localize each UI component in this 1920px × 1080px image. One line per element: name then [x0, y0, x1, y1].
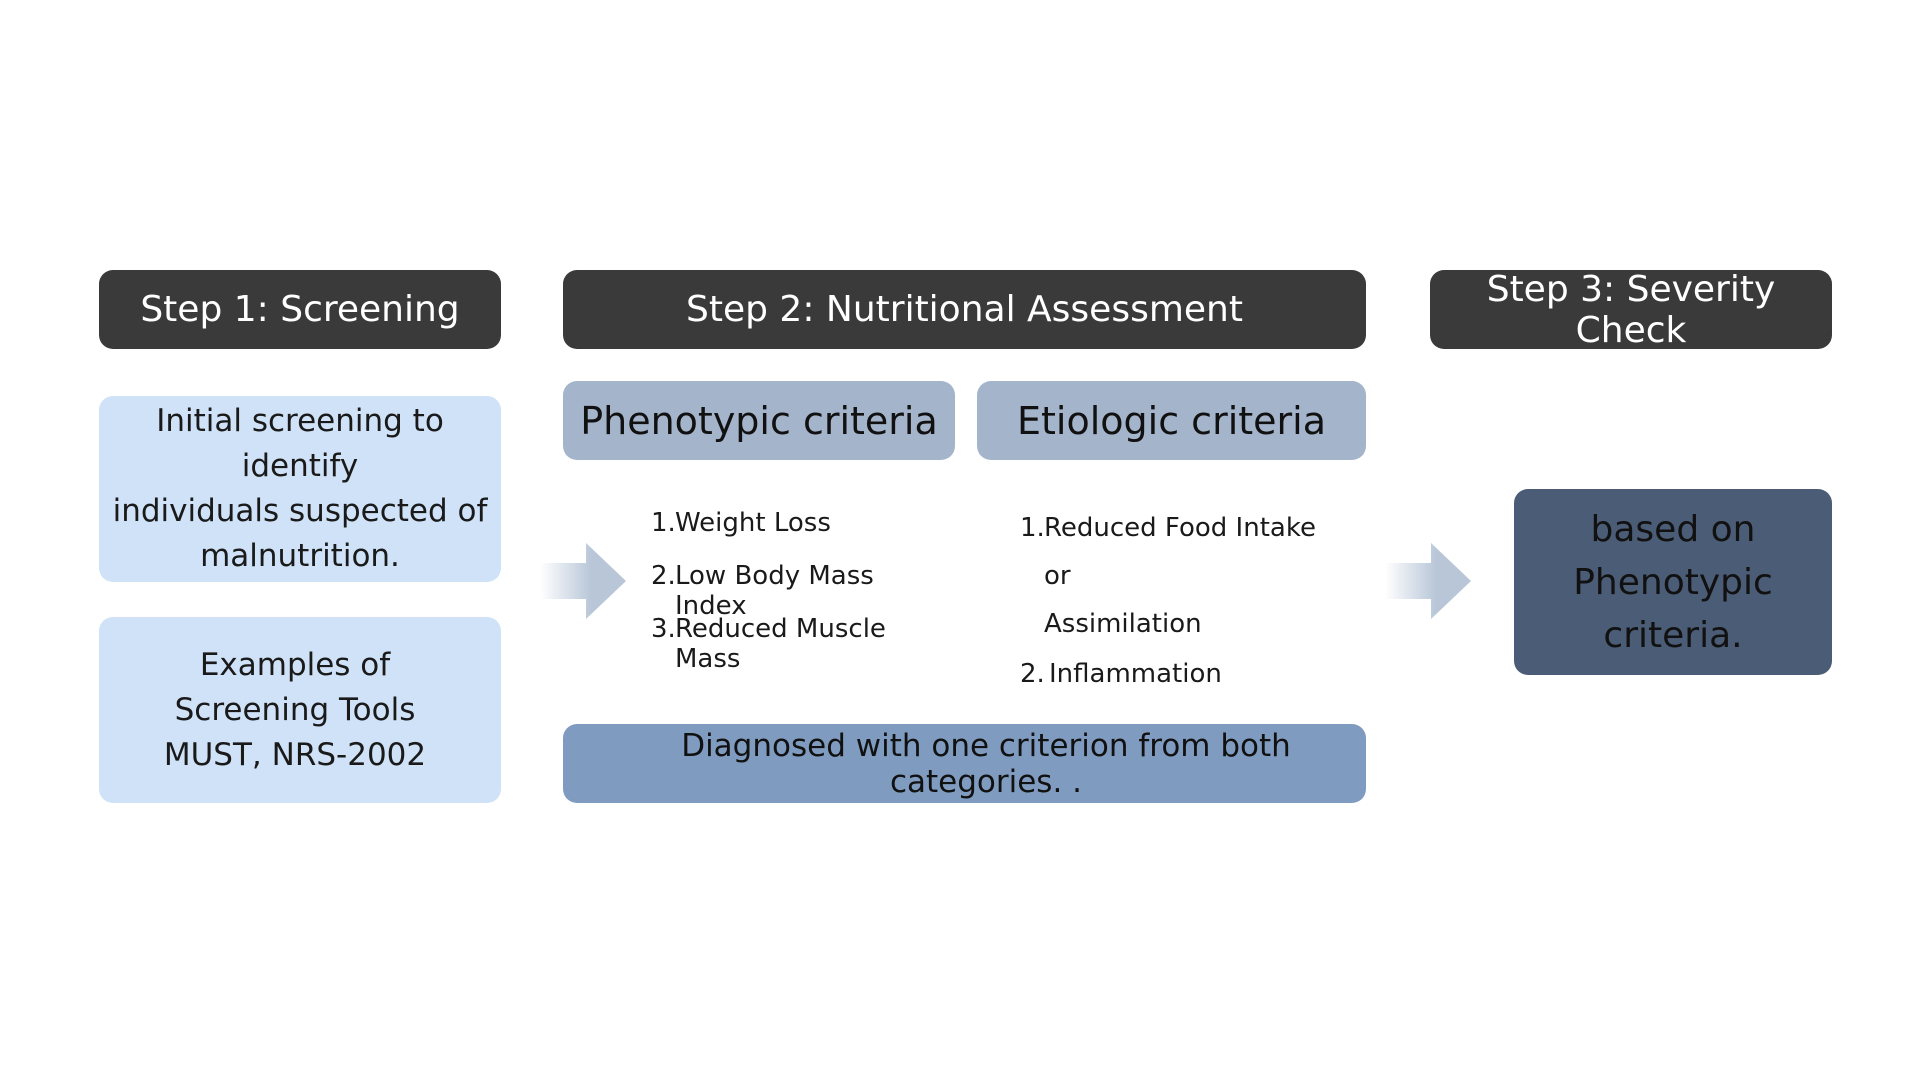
list-item-text: Assimilation — [1044, 609, 1202, 639]
diagnosis-text: Diagnosed with one criterion from both c… — [681, 727, 1291, 800]
tools-text-line: Screening Tools — [174, 691, 416, 728]
screening-text-line: malnutrition. — [200, 538, 400, 574]
etiologic-criteria-label: Etiologic criteria — [1017, 398, 1326, 443]
list-item: 2. Inflammation — [1020, 650, 1350, 698]
tools-text-line: Examples of — [199, 646, 391, 683]
list-item: 1. Weight Loss — [651, 508, 951, 561]
severity-text-line: Phenotypic — [1573, 561, 1773, 603]
screening-text-line: individuals suspected of — [112, 493, 488, 529]
list-item: 1. Reduced Food Intake or Assimilation — [1020, 504, 1350, 648]
diagnosis-box: Diagnosed with one criterion from both c… — [563, 724, 1366, 803]
list-item-text: Inflammation — [1049, 659, 1222, 689]
step1-screening-box: Initial screening to identify individual… — [99, 396, 501, 582]
step2-header: Step 2: Nutritional Assessment — [563, 270, 1366, 349]
arrow-right-icon — [1385, 543, 1471, 619]
severity-box: based on Phenotypic criteria. — [1514, 489, 1832, 675]
step3-header: Step 3: Severity Check — [1430, 268, 1832, 351]
list-item-number: 1. — [651, 508, 676, 538]
list-item: 3. Reduced Muscle Mass — [651, 614, 951, 674]
tools-text-line: MUST, NRS-2002 — [163, 736, 427, 773]
etiologic-criteria-box: Etiologic criteria — [977, 381, 1366, 460]
phenotypic-criteria-label: Phenotypic criteria — [580, 398, 938, 443]
list-item: 2. Low Body Mass Index — [651, 561, 951, 621]
list-item-number: 3. — [651, 614, 676, 644]
step3-title: Step 3: Severity Check — [1486, 268, 1776, 351]
etiologic-criteria-list: 1. Reduced Food Intake or Assimilation 2… — [1020, 504, 1350, 698]
step1-title: Step 1: Screening — [140, 289, 460, 330]
list-item-number: 2. — [651, 561, 676, 591]
screening-text-line: Initial screening to identify — [156, 403, 444, 484]
severity-text-line: based on — [1590, 508, 1756, 550]
list-item-text: Reduced Food Intake or — [1044, 513, 1316, 591]
step1-tools-box: Examples of Screening Tools MUST, NRS-20… — [99, 617, 501, 803]
arrow-right-icon — [540, 543, 626, 619]
list-item-number: 1. — [1020, 513, 1045, 543]
list-item-number: 2. — [1020, 659, 1045, 689]
phenotypic-criteria-box: Phenotypic criteria — [563, 381, 955, 460]
list-item-text: Low Body Mass Index — [675, 561, 874, 621]
step2-title: Step 2: Nutritional Assessment — [686, 289, 1243, 330]
phenotypic-criteria-list: 1. Weight Loss 2. Low Body Mass Index 3.… — [651, 508, 951, 674]
step1-header: Step 1: Screening — [99, 270, 501, 349]
list-item-text: Reduced Muscle Mass — [675, 614, 886, 674]
list-item-text: Weight Loss — [675, 508, 831, 538]
severity-text-line: criteria. — [1603, 614, 1743, 656]
